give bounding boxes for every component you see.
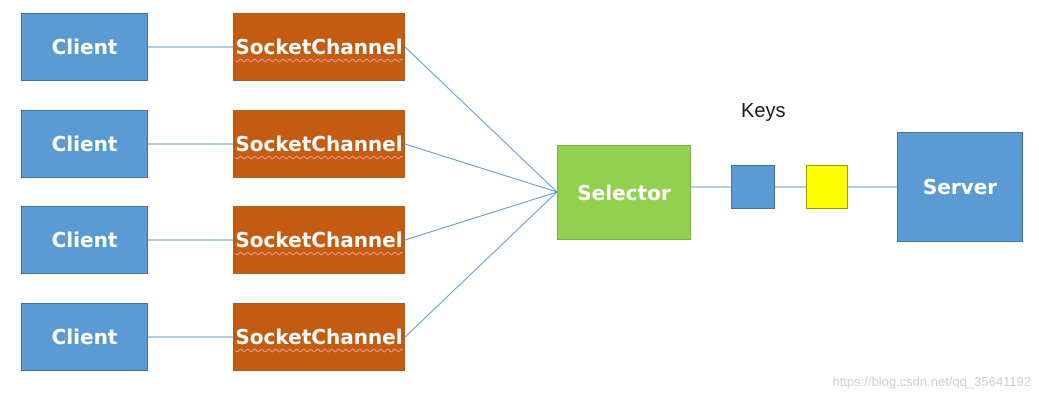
- client-box-3: Client: [21, 206, 148, 274]
- client-label-3: Client: [51, 228, 118, 252]
- socketchannel-label-2: SocketChannel: [235, 132, 403, 156]
- server-label: Server: [922, 175, 998, 199]
- client-box-1: Client: [21, 13, 148, 81]
- socketchannel-label-4: SocketChannel: [235, 325, 403, 349]
- keys-label: Keys: [741, 100, 786, 122]
- socketchannel-label-3: SocketChannel: [235, 228, 403, 252]
- server-box: Server: [897, 132, 1023, 242]
- socketchannel-box-3: SocketChannel: [233, 206, 405, 274]
- client-label-2: Client: [51, 132, 118, 156]
- key-box-yellow: [806, 165, 848, 209]
- connector-channel-2-selector: [404, 143, 558, 193]
- connector-channel-4-selector: [404, 191, 558, 338]
- socketchannel-box-4: SocketChannel: [233, 303, 405, 371]
- watermark-text: https://blog.csdn.net/qq_35641192: [832, 374, 1031, 389]
- client-label-4: Client: [51, 325, 118, 349]
- selector-box: Selector: [557, 145, 691, 240]
- client-label-1: Client: [51, 35, 118, 59]
- client-box-2: Client: [21, 110, 148, 178]
- socketchannel-box-2: SocketChannel: [233, 110, 405, 178]
- socketchannel-box-1: SocketChannel: [233, 13, 405, 81]
- selector-label: Selector: [577, 180, 671, 205]
- connector-channel-1-selector: [404, 46, 558, 193]
- connector-channel-3-selector: [404, 191, 558, 241]
- client-box-4: Client: [21, 303, 148, 371]
- socketchannel-label-1: SocketChannel: [235, 35, 403, 59]
- key-box-blue: [731, 165, 775, 209]
